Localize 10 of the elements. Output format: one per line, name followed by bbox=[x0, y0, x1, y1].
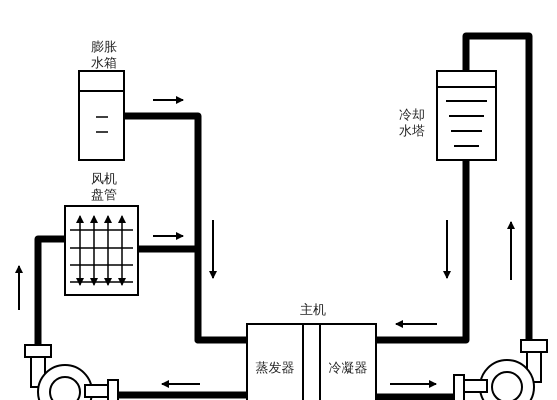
component-label: 膨胀水箱 bbox=[90, 40, 118, 72]
section-label: 冷凝器 bbox=[328, 361, 368, 377]
pipe bbox=[377, 394, 455, 400]
pipe bbox=[377, 161, 470, 344]
section-label: 蒸发器 bbox=[254, 361, 296, 377]
component-label: 风机盘管 bbox=[90, 172, 118, 204]
component-label: 主机 bbox=[299, 303, 327, 319]
component-label: 冷却水塔 bbox=[398, 108, 426, 140]
pipe bbox=[118, 392, 246, 398]
pipe bbox=[462, 32, 532, 339]
